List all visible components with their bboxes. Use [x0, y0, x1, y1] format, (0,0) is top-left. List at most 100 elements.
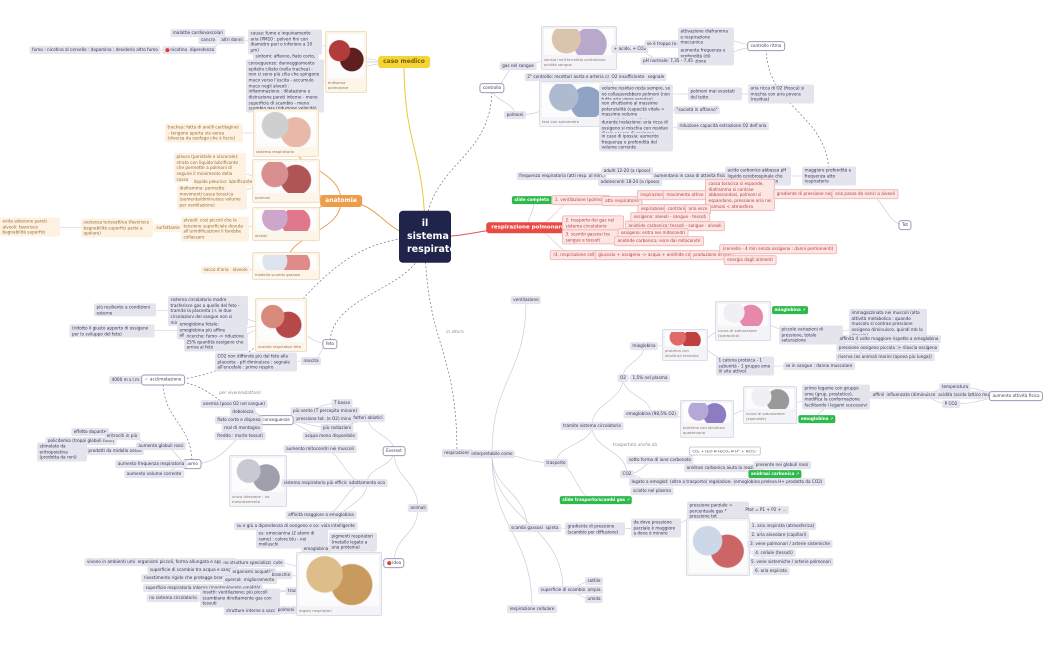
- node-r4[interactable]: movimento attivo: [662, 190, 708, 200]
- node-t6[interactable]: sostanza tensoattiva (favorisce bagnabil…: [81, 218, 153, 238]
- node-cb8[interactable]: sciolto nel plasma: [630, 487, 674, 495]
- node-r10[interactable]: aria passa da narici a alveoli: [831, 189, 899, 199]
- node-m6[interactable]: 1 catena proteica - 1 subunità - 1 grupp…: [716, 356, 774, 376]
- node-q4[interactable]: 4. cellule (tessuti): [752, 549, 796, 557]
- node-TR[interactable]: trasporto: [543, 459, 569, 467]
- node-mc2[interactable]: curva di saturazione (iperbolica): [715, 301, 771, 341]
- node-o15[interactable]: strutture interne a sacco: [223, 607, 281, 615]
- node-o11[interactable]: superficie respiratoria interna (manteni…: [143, 584, 263, 592]
- node-CR[interactable]: controllo ritmo: [747, 41, 785, 51]
- node-o2[interactable]: organismi piccoli, forma allungata e app…: [135, 558, 237, 566]
- node-r2[interactable]: atto respiratorio: [601, 196, 643, 206]
- node-cb3[interactable]: anidrasi carbonica aiuta la reazione: [684, 464, 764, 472]
- node-e1[interactable]: aumento mitocondri nei muscoli: [283, 445, 357, 453]
- node-q5[interactable]: 5. vene sistemiche / arterie polmonari: [748, 558, 834, 566]
- node-q1[interactable]: 1. aria inspirata (atmosferica): [749, 522, 817, 530]
- node-v8[interactable]: in caso di ipossia: aumento frequenza e …: [599, 132, 673, 152]
- node-t4[interactable]: diaframma: permette movimenti cassa tora…: [177, 184, 247, 210]
- node-SCG[interactable]: scambi gassosi: [508, 524, 546, 532]
- node-o8[interactable]: rivestimento rigido che protegge branchi…: [141, 574, 235, 582]
- node-cb5[interactable]: legato a emoglobina: [628, 478, 678, 486]
- node-fr6[interactable]: maggiore profondità e frequenza atto res…: [802, 166, 856, 186]
- node-p3[interactable]: pigmenti respiratori (metallo legato a u…: [329, 532, 377, 552]
- node-q6[interactable]: 6. aria espirata: [752, 567, 790, 575]
- node-sp3[interactable]: da dove pressione parziale è maggiore a …: [631, 518, 681, 538]
- node-fe3[interactable]: (ridotto il giusto apporto di ossigeno p…: [69, 324, 155, 338]
- node-o16[interactable]: polmoni: [275, 606, 297, 614]
- node-r14[interactable]: 3. scambi gassosi tra sangue e tessuti: [562, 229, 624, 245]
- node-k8[interactable]: 2° controllo: recettori aorta e arteria …: [524, 73, 628, 81]
- node-c10[interactable]: acqua meno disponibile: [302, 432, 358, 440]
- node-cb4[interactable]: presente nei globuli rossi: [753, 461, 811, 469]
- node-p1[interactable]: es: emocianina (2 atomi di rame) : color…: [256, 529, 328, 549]
- node-a3[interactable]: alveoli: [252, 207, 320, 241]
- node-k1[interactable]: sensori nell'encefalo controllano acidit…: [541, 26, 617, 70]
- node-pp1[interactable]: pressione parziale = percentuale gas * p…: [687, 501, 749, 521]
- node-u6[interactable]: aumento globuli rossi: [135, 442, 187, 450]
- node-a2[interactable]: polmoni: [252, 159, 320, 203]
- node-fe5[interactable]: ricerche: fumo -> riduzione 25% quantità…: [184, 332, 248, 352]
- node-fr2[interactable]: adulti 12-20 (a riposo): [601, 167, 653, 175]
- node-ss2[interactable]: ampia: [584, 586, 604, 594]
- node-ss3[interactable]: umida: [584, 595, 604, 603]
- node-RC[interactable]: respirazione cellulare: [507, 605, 557, 613]
- node-CN[interactable]: il sistema respiratorio: [399, 210, 470, 264]
- node-v3[interactable]: aria ricca di O2 (fresca) si mischia con…: [748, 84, 814, 104]
- node-t7[interactable]: surfattante: [153, 224, 183, 232]
- node-t9[interactable]: sacco d'aria: [200, 266, 232, 274]
- node-h1[interactable]: primo legame con gruppo eme (grup. prost…: [802, 384, 870, 410]
- node-u1[interactable]: effetto dopante: [71, 428, 109, 436]
- node-MI[interactable]: mioglobina: [629, 342, 659, 350]
- node-AO[interactable]: adattamento oca: [346, 479, 388, 487]
- node-pp2[interactable]: Ptot = P1 + P2 + ...: [742, 506, 790, 514]
- node-cb1[interactable]: sotto forma di ione carbonato: [626, 456, 694, 464]
- node-hc1[interactable]: proteina con struttura quaternaria: [680, 400, 734, 438]
- node-g1[interactable]: gas nel sangue: [499, 62, 537, 70]
- node-f7[interactable]: causa: fumo e inquinamento aria (PM10 : …: [248, 29, 322, 55]
- node-a4[interactable]: modello scambi gassosi: [252, 252, 320, 280]
- node-h6[interactable]: P CO2: [942, 400, 960, 408]
- node-fe7[interactable]: CO2 non diffonde più dal feto alla place…: [215, 352, 297, 372]
- node-c5[interactable]: freddo : morte tessuti: [214, 432, 266, 440]
- node-r19[interactable]: produzione di ATP: [689, 250, 735, 260]
- node-u8[interactable]: aumento volume corrente: [124, 470, 184, 478]
- node-o4[interactable]: cute: [270, 559, 286, 567]
- node-f4[interactable]: malattie cardiovascolari: [170, 29, 226, 37]
- node-m2[interactable]: immagazzinata nei muscoli (alta attività…: [849, 308, 927, 340]
- node-f3[interactable]: dipendenza: [187, 46, 217, 54]
- node-o1[interactable]: vivono in ambienti umidi/acqua: [84, 558, 156, 566]
- node-CBG[interactable]: anidrasi carbonica↗: [748, 470, 802, 478]
- node-hc2[interactable]: curva di saturazione (sigmoide): [743, 386, 797, 424]
- node-v2[interactable]: polmoni mai svuotati del tutto: [688, 87, 742, 101]
- node-v5[interactable]: "società in affanno": [673, 106, 721, 114]
- node-o2a[interactable]: 1,5% nel plasma: [630, 374, 670, 382]
- node-m5[interactable]: riserva (es animali marini (apnea più lu…: [835, 353, 935, 361]
- node-TOT[interactable]: Tot: [898, 220, 912, 230]
- node-ANI[interactable]: animali: [407, 504, 429, 512]
- node-EM[interactable]: emoglobina (98,5% O2): [623, 410, 679, 418]
- node-t3[interactable]: liquido pleurico: lubrificante: [191, 178, 255, 186]
- node-o13[interactable]: no sistema circolatorio: [146, 594, 200, 602]
- node-f2[interactable]: nicotina: [162, 46, 190, 54]
- node-fr1[interactable]: frequenza respiratoria (atti resp. al mi…: [516, 172, 608, 180]
- node-c2[interactable]: debolezza: [229, 408, 257, 416]
- node-AN[interactable]: anatomia: [320, 194, 362, 208]
- node-sp2[interactable]: gradiente di pressione (scambio per diff…: [565, 522, 625, 536]
- node-a1[interactable]: sistema respiratorio: [253, 109, 319, 157]
- node-pp3[interactable]: [686, 518, 750, 576]
- node-f1[interactable]: fumo : nicotina al cervello : dopamina :…: [29, 46, 161, 54]
- node-r20[interactable]: (cervello - 4 min senza ossigeno : danni…: [719, 244, 837, 254]
- node-u2[interactable]: policitemia (troppi globuli rossi): [45, 437, 117, 445]
- node-o6[interactable]: organismi acquatici: [229, 568, 277, 576]
- node-v7[interactable]: riduzione capacità estrazione O2 dell'ar…: [677, 122, 769, 130]
- node-u4[interactable]: stimolato da eritropoietina (prodotta da…: [37, 442, 87, 462]
- node-FE[interactable]: feto: [322, 339, 338, 349]
- node-f5[interactable]: cancro: [198, 36, 218, 44]
- node-CO[interactable]: conseguenze: [258, 415, 294, 425]
- node-o5[interactable]: superficie di scambio tra acqua e sangue: [147, 566, 239, 574]
- node-u3[interactable]: eritrociti in più: [104, 432, 140, 440]
- node-ss1[interactable]: sottile: [585, 577, 603, 585]
- node-OC[interactable]: organi respiratori: [296, 552, 382, 616]
- node-q3[interactable]: 3. vene polmonari / arterie sistemiche: [747, 540, 833, 548]
- node-t1[interactable]: trachea: fatta di anelli cartilaginei – …: [165, 123, 243, 143]
